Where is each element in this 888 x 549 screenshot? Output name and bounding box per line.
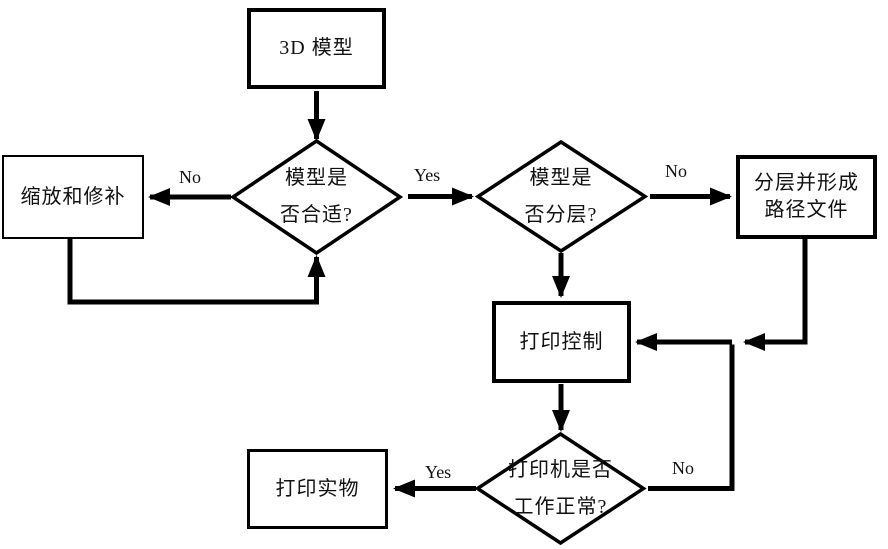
node-scale-repair: 缩放和修补 [2, 155, 144, 239]
node-print-control: 打印控制 [492, 301, 631, 383]
edge-label-printer-yes: Yes [425, 462, 452, 482]
node-print-object: 打印实物 [247, 449, 388, 529]
node-printer-decision-text: 打印机是否 工作正常? [475, 451, 646, 526]
node-fit-decision-line1: 模型是 [285, 167, 348, 189]
node-printer-decision-line1: 打印机是否 [508, 458, 613, 481]
line-printer-no-loop [648, 344, 735, 491]
fit-decision-diamond [229, 138, 404, 256]
edge-label-layer-no: No [665, 161, 687, 181]
node-path-file: 分层并形成 路径文件 [736, 155, 877, 239]
connector-arrows [67, 91, 808, 498]
arrow-scale-loop-to-fit [67, 239, 326, 305]
node-print-object-label: 打印实物 [275, 477, 360, 500]
node-layer-decision-line1: 模型是 [529, 166, 593, 189]
node-printer-decision-line2: 工作正常? [513, 495, 608, 518]
edge-label-fit-yes: Yes [414, 165, 441, 185]
edge-label-printer-no: No [672, 458, 694, 478]
node-3d-model: 3D 模型 [247, 8, 386, 89]
node-path-file-line2: 路径文件 [764, 199, 849, 221]
layer-decision-diamond [474, 139, 649, 254]
node-fit-decision-line2: 否合适? [280, 204, 353, 226]
edge-label-fit-no: No [179, 167, 201, 187]
node-path-file-line1: 分层并形成 [754, 172, 859, 194]
arrow-pathfile-to-junction [743, 239, 808, 351]
node-layer-decision-line2: 否分层? [524, 203, 598, 226]
node-layer-decision-text: 模型是 否分层? [491, 159, 631, 234]
node-scale-repair-label: 缩放和修补 [20, 185, 126, 208]
node-print-control-label: 打印控制 [519, 330, 604, 353]
node-fit-decision-text: 模型是 否合适? [246, 160, 387, 234]
decision-diamonds [229, 138, 649, 546]
node-3d-model-label: 3D 模型 [279, 37, 354, 59]
printer-decision-diamond [474, 431, 647, 546]
